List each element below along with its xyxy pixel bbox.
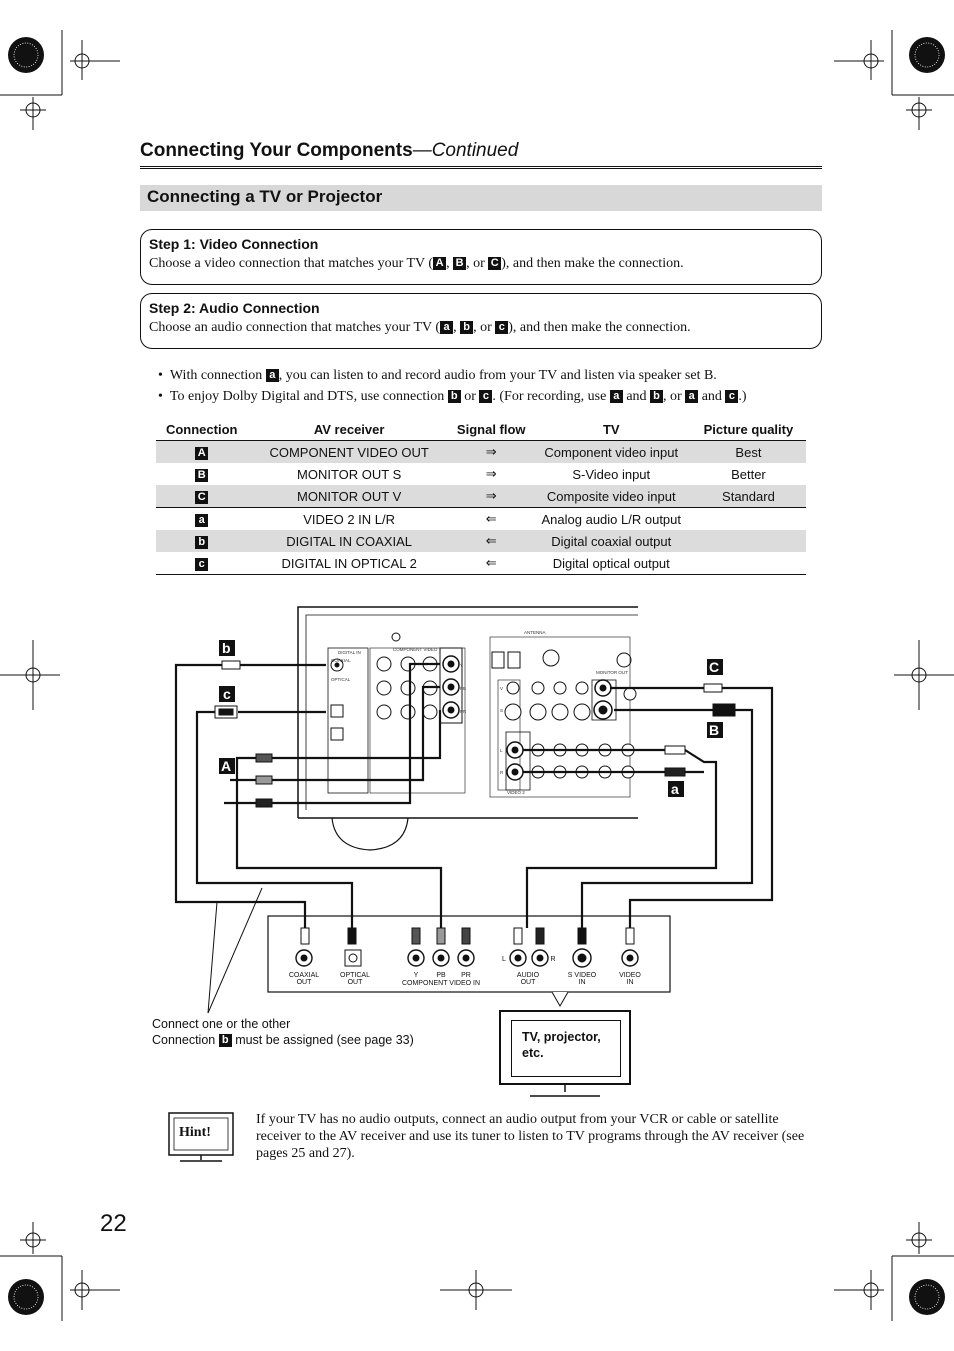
receiver-rear-panel: [297, 606, 638, 851]
tv-label-s-video-in: S VIDEO: [568, 972, 597, 979]
bullet-list: • With connection a, you can listen to a…: [158, 365, 747, 407]
callout-a: a: [671, 781, 679, 797]
svg-text:Y: Y: [460, 663, 463, 668]
tv-label-video-in: VIDEO: [619, 972, 641, 979]
section-title: Connecting a TV or Projector: [147, 187, 383, 206]
hint-tv-icon: [168, 1112, 234, 1162]
svg-text:OUT: OUT: [521, 979, 537, 986]
callout-c: c: [223, 686, 231, 702]
svg-text:PR: PR: [461, 972, 471, 979]
page-number: 22: [100, 1210, 127, 1237]
diagram-callouts: b c A C B a: [219, 640, 723, 797]
tv-label-coaxial: COAXIAL: [289, 972, 319, 979]
hint-label: Hint!: [179, 1125, 211, 1140]
badge-c: c: [495, 321, 509, 334]
page-header: Connecting Your Components—Continued: [140, 140, 518, 162]
tv-label: TV, projector, etc.: [522, 1030, 601, 1060]
badge-B: B: [453, 257, 467, 270]
bullet-item: • To enjoy Dolby Digital and DTS, use co…: [158, 389, 747, 404]
svg-text:PB: PB: [460, 686, 466, 691]
col-connection: Connection: [165, 421, 238, 437]
tv-jacks: [295, 927, 639, 968]
svg-text:PB: PB: [436, 972, 446, 979]
section-bar: Connecting a TV or Projector: [140, 185, 822, 211]
step2-box: Step 2: Audio Connection Choose an audio…: [140, 293, 822, 349]
label-component-video: COMPONENT VIDEO: [393, 647, 438, 652]
label-optical: OPTICAL: [331, 677, 351, 682]
callout-C: C: [709, 659, 719, 675]
label-antenna: ANTENNA: [524, 630, 546, 635]
starburst-icon: [8, 37, 945, 1315]
step1-heading: Step 1: Video Connection: [149, 236, 319, 252]
step2-heading: Step 2: Audio Connection: [149, 300, 320, 316]
step1-text: Choose a video connection that matches y…: [149, 256, 684, 271]
col-tv: TV: [602, 421, 620, 437]
col-picture-quality: Picture quality: [703, 421, 794, 437]
label-monitor-out: MONITOR OUT: [596, 670, 628, 675]
tv-label-audio-out: AUDIO: [517, 972, 540, 979]
cables: [174, 662, 774, 928]
label-coaxial: COAXIAL: [331, 658, 351, 663]
tv-label-optical: OPTICAL: [340, 972, 370, 979]
header-title: Connecting Your Components: [140, 140, 413, 161]
svg-text:OUT: OUT: [348, 979, 364, 986]
label-digital-in: DIGITAL IN: [338, 650, 361, 655]
svg-text:S: S: [500, 708, 503, 713]
svg-text:L: L: [502, 956, 506, 963]
svg-text:R: R: [550, 956, 555, 963]
connection-table: Connection AV receiver Signal flow TV Pi…: [156, 418, 806, 575]
cable-plugs: [214, 660, 736, 808]
svg-text:V: V: [500, 686, 503, 691]
callout-B: B: [709, 722, 719, 738]
tv-illustration: TV, projector, etc.: [499, 1010, 631, 1085]
header-continued: —Continued: [412, 140, 519, 161]
svg-text:R: R: [500, 770, 504, 775]
badge-b: b: [460, 321, 474, 334]
svg-text:IN: IN: [627, 979, 634, 986]
callout-A: A: [221, 758, 231, 774]
label-video2: VIDEO 2: [507, 790, 525, 795]
col-av-receiver: AV receiver: [313, 421, 385, 437]
bullet-item: • With connection a, you can listen to a…: [158, 368, 717, 383]
tv-label-component-video-in: COMPONENT VIDEO IN: [402, 980, 480, 987]
tv-stand-icon: [530, 1085, 600, 1097]
hint-text: If your TV has no audio outputs, connect…: [256, 1112, 805, 1161]
col-signal-flow: Signal flow: [456, 421, 526, 437]
tv-panel: [207, 887, 671, 1014]
svg-text:OUT: OUT: [297, 979, 313, 986]
svg-text:IN: IN: [579, 979, 586, 986]
step1-box: Step 1: Video Connection Choose a video …: [140, 229, 822, 285]
badge-A: A: [433, 257, 447, 270]
svg-text:Y: Y: [414, 972, 419, 979]
svg-text:L: L: [500, 748, 503, 753]
receiver-jacks: [330, 655, 637, 781]
badge-C: C: [488, 257, 502, 270]
connection-note: Connect one or the other Connection b mu…: [152, 1017, 414, 1047]
crosshair-icon: [0, 40, 954, 1310]
step2-text: Choose an audio connection that matches …: [149, 320, 691, 335]
svg-text:PR: PR: [460, 709, 467, 714]
header-rule: [140, 166, 822, 169]
callout-b: b: [222, 640, 231, 656]
table-header: Connection AV receiver Signal flow TV Pi…: [156, 418, 806, 441]
badge-a: a: [440, 321, 454, 334]
